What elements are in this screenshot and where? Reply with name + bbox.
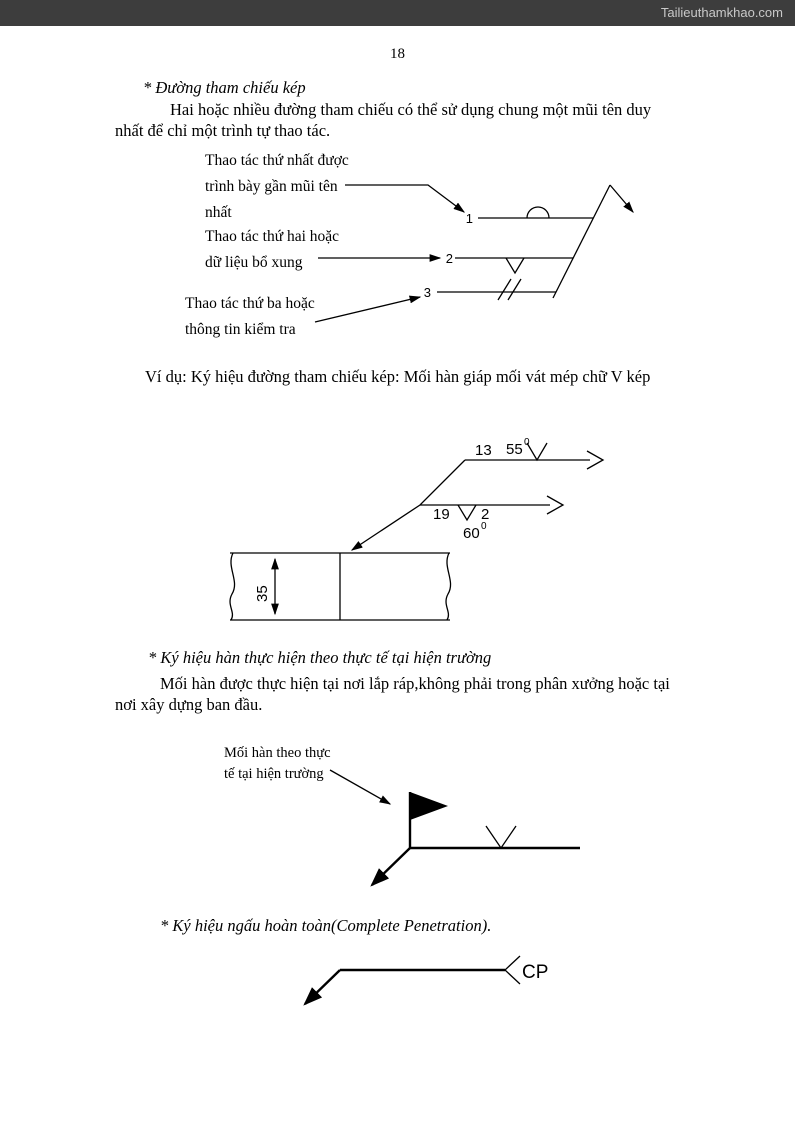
section2-paragraph: Mối hàn được thực hiện tại nơi lắp ráp,k…: [115, 674, 670, 714]
section1-paragraph: Hai hoặc nhiều đường tham chiếu có thể s…: [115, 100, 652, 140]
tail-chevron: [504, 955, 521, 985]
section1-heading: * Đường tham chiếu kép: [143, 78, 306, 97]
dim-19: 19: [433, 506, 450, 523]
ref-number-2: 2: [446, 251, 453, 266]
diagram-multiple-reference-lines: 1 2 3 Thao tác thứ nhất được trình bày g…: [180, 142, 660, 357]
plate-left-break-line: [229, 552, 236, 621]
diagram3-label: Mối hàn theo thực tế tại hiện trường: [224, 745, 331, 782]
angle-60: 60: [463, 525, 480, 542]
diagram4-linework: [303, 955, 521, 1006]
thickness-35: 35: [254, 585, 271, 602]
leader-arrow: [609, 184, 634, 213]
dim-2: 2: [481, 506, 489, 523]
leader-bend-line: [552, 184, 611, 299]
section2-heading: * Ký hiệu hàn thực hiện theo thực tế tại…: [148, 648, 492, 667]
angle-60-sup: 0: [481, 521, 487, 532]
leader-arrow: [303, 969, 341, 1006]
callout-arrow: [329, 769, 392, 805]
example-paragraph: Ví dụ: Ký hiệu đường tham chiếu kép: Mối…: [145, 367, 651, 386]
weld-symbol-double-slash: [497, 278, 522, 301]
leader-arrow: [350, 459, 466, 551]
upper-v-groove-symbol: [526, 442, 548, 462]
diagram4-canvas: CP: [303, 955, 548, 1006]
ref-number-1: 1: [466, 211, 473, 226]
diagram1-label-third: Thao tác thứ ba hoặc thông tin kiểm tra: [185, 295, 315, 338]
diagram-complete-penetration-symbol: CP: [280, 950, 560, 1030]
plate-right-break-line: [445, 552, 452, 621]
diagram2-linework: [229, 442, 605, 621]
dim-13: 13: [475, 442, 492, 459]
callout-arrow-3: [314, 295, 422, 323]
diagram-double-v-weld-symbol: 13 55 0 19 2 60 0 35: [225, 430, 615, 630]
diagram3-linework: [329, 769, 580, 887]
diagram1-label-first: Thao tác thứ nhất được trình bày gần mũi…: [205, 152, 349, 221]
leader-arrow: [370, 847, 411, 887]
diagram1-canvas: 1 2 3: [314, 184, 634, 323]
cp-label: CP: [522, 962, 548, 983]
angle-55-sup: 0: [524, 437, 530, 448]
callout-arrow-1: [345, 184, 466, 213]
top-bar: Tailieuthamkhao.com: [0, 0, 795, 26]
ref-number-3: 3: [424, 285, 431, 300]
angle-55: 55: [506, 441, 523, 458]
lower-tail-chevron: [546, 495, 565, 515]
section3-heading: * Ký hiệu ngấu hoàn toàn(Complete Penetr…: [160, 916, 492, 935]
v-groove-symbol: [485, 825, 517, 850]
upper-tail-chevron: [586, 450, 605, 470]
lower-v-groove-symbol: [457, 504, 477, 522]
weld-symbol-line2: [505, 257, 525, 275]
diagram2-canvas: 13 55 0 19 2 60 0 35: [229, 437, 605, 621]
watermark-site-link[interactable]: Tailieuthamkhao.com: [660, 5, 783, 20]
field-weld-flag: [410, 792, 448, 820]
diagram1-label-second: Thao tác thứ hai hoặc dữ liệu bổ xung: [205, 228, 340, 271]
diagram3-canvas: [329, 769, 580, 887]
weld-symbol-arc: [526, 206, 550, 219]
diagram1-linework: [314, 184, 634, 323]
diagram-field-weld-symbol: Mối hàn theo thực tế tại hiện trường: [220, 740, 620, 910]
page-number: 18: [390, 46, 405, 62]
